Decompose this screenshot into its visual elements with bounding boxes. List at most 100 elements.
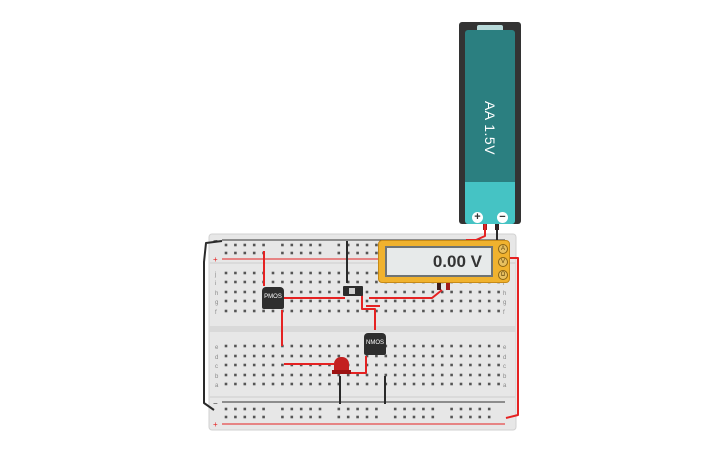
hole bbox=[422, 309, 425, 313]
hole bbox=[290, 382, 294, 386]
multimeter[interactable]: 0.00 V A V Ω bbox=[378, 240, 510, 283]
rail-hole bbox=[262, 415, 265, 419]
hole bbox=[234, 280, 237, 284]
rail-hole bbox=[375, 415, 378, 419]
hole bbox=[422, 363, 425, 367]
multimeter-mode-amps[interactable]: A bbox=[498, 244, 508, 254]
hole bbox=[243, 290, 247, 294]
hole bbox=[393, 373, 397, 377]
hole bbox=[356, 363, 359, 367]
hole bbox=[356, 382, 359, 386]
hole bbox=[271, 309, 275, 313]
row-label: b bbox=[503, 374, 507, 380]
switch-knob[interactable] bbox=[349, 288, 355, 294]
nmos-transistor[interactable]: NMOS bbox=[364, 333, 386, 355]
multimeter-mode-volts[interactable]: V bbox=[498, 257, 508, 267]
hole bbox=[299, 373, 303, 377]
hole bbox=[328, 373, 331, 377]
hole bbox=[365, 280, 369, 284]
hole bbox=[346, 373, 350, 377]
hole bbox=[365, 382, 369, 386]
hole bbox=[478, 382, 482, 386]
row-label: c bbox=[503, 364, 506, 370]
hole bbox=[318, 373, 322, 377]
hole bbox=[224, 309, 228, 313]
hole bbox=[459, 344, 463, 348]
row-label: i bbox=[503, 281, 504, 287]
hole bbox=[309, 309, 312, 313]
hole bbox=[412, 299, 416, 303]
hole bbox=[290, 373, 294, 377]
hole bbox=[281, 363, 284, 367]
red-led[interactable] bbox=[332, 357, 351, 374]
hole bbox=[299, 271, 303, 275]
rail-hole bbox=[299, 251, 303, 255]
hole bbox=[450, 344, 453, 348]
battery-negative-terminal[interactable]: − bbox=[497, 212, 508, 223]
hole bbox=[271, 271, 275, 275]
hole bbox=[403, 309, 406, 313]
hole bbox=[224, 363, 228, 367]
hole bbox=[299, 382, 303, 386]
hole bbox=[234, 363, 237, 367]
rail-hole bbox=[290, 407, 294, 411]
hole bbox=[224, 280, 228, 284]
hole bbox=[497, 344, 500, 348]
led-base bbox=[332, 370, 351, 374]
hole bbox=[262, 363, 265, 367]
row-label: e bbox=[215, 345, 219, 351]
hole bbox=[440, 299, 444, 303]
hole bbox=[487, 363, 491, 367]
hole bbox=[271, 363, 275, 367]
rail-hole bbox=[234, 251, 237, 255]
hole bbox=[271, 344, 275, 348]
rail-hole bbox=[431, 415, 435, 419]
hole bbox=[384, 309, 388, 313]
hole bbox=[224, 373, 228, 377]
rail-hole bbox=[243, 243, 247, 247]
hole bbox=[487, 290, 491, 294]
hole bbox=[403, 290, 406, 294]
pmos-transistor[interactable]: PMOS bbox=[262, 287, 284, 309]
hole bbox=[450, 290, 453, 294]
hole bbox=[469, 344, 472, 348]
rail-hole bbox=[422, 415, 425, 419]
hole bbox=[309, 299, 312, 303]
battery-positive-terminal[interactable]: + bbox=[472, 212, 483, 223]
hole bbox=[459, 373, 463, 377]
hole bbox=[243, 299, 247, 303]
hole bbox=[224, 290, 228, 294]
rail-hole bbox=[487, 415, 491, 419]
row-label: f bbox=[503, 310, 505, 316]
slide-switch[interactable] bbox=[343, 286, 363, 296]
hole bbox=[252, 271, 256, 275]
hole bbox=[459, 309, 463, 313]
hole bbox=[243, 373, 247, 377]
rail-hole bbox=[290, 243, 294, 247]
rail-hole bbox=[431, 407, 435, 411]
hole bbox=[234, 271, 237, 275]
rail-hole bbox=[318, 415, 322, 419]
hole bbox=[478, 354, 482, 358]
rail-hole bbox=[422, 407, 425, 411]
hole bbox=[422, 354, 425, 358]
rail-hole bbox=[356, 407, 359, 411]
battery-aa[interactable]: AA 1.5V + − bbox=[459, 22, 521, 224]
hole bbox=[346, 309, 350, 313]
hole bbox=[309, 271, 312, 275]
multimeter-mode-ohms[interactable]: Ω bbox=[498, 270, 508, 280]
hole bbox=[469, 354, 472, 358]
hole bbox=[487, 373, 491, 377]
hole bbox=[224, 271, 228, 275]
rail-hole bbox=[337, 251, 341, 255]
hole bbox=[469, 382, 472, 386]
hole bbox=[469, 299, 472, 303]
rail-hole bbox=[224, 415, 228, 419]
rail-hole bbox=[356, 415, 359, 419]
hole bbox=[234, 344, 237, 348]
hole bbox=[459, 354, 463, 358]
hole bbox=[337, 344, 341, 348]
hole bbox=[337, 309, 341, 313]
